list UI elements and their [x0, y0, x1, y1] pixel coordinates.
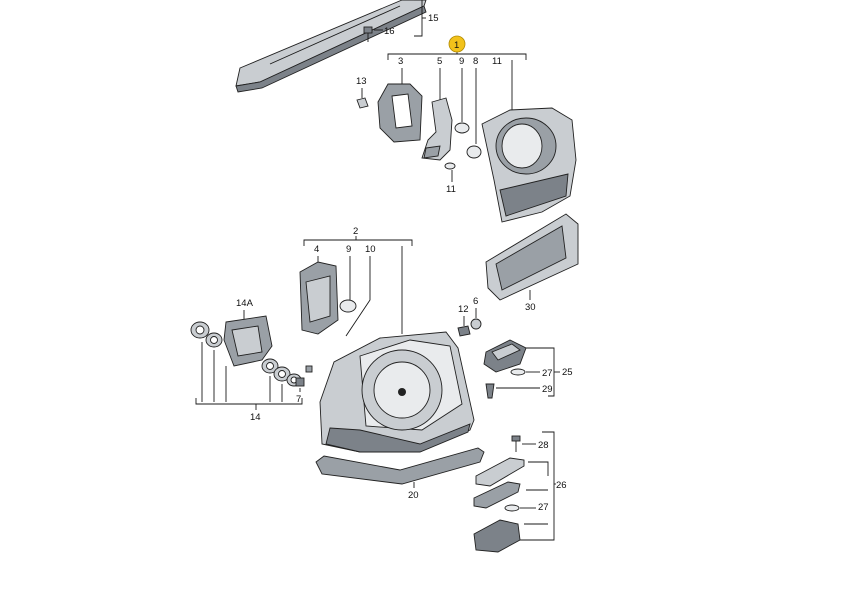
callout-16: 16: [384, 26, 395, 37]
callout-13: 13: [356, 76, 367, 87]
part-28-screw[interactable]: [511, 435, 521, 452]
callout-26: 26: [556, 480, 567, 491]
callout-14a: 14A: [236, 298, 254, 309]
part-13-clip[interactable]: [356, 97, 369, 109]
callout-20: 20: [408, 490, 419, 501]
callout-15-leader: [414, 0, 426, 37]
callout-8: 8: [473, 56, 478, 67]
part-8-bulb[interactable]: [466, 145, 482, 159]
callout-11-low: 11: [446, 184, 456, 195]
part-9-bulb[interactable]: [454, 122, 470, 134]
part-26-cover[interactable]: [473, 457, 525, 553]
part-5-bulb-holder[interactable]: [421, 97, 453, 161]
callout-5: 5: [437, 56, 442, 67]
part-11-bulb[interactable]: [444, 162, 456, 170]
callout-9-mid: 9: [346, 244, 351, 255]
headlight-housing[interactable]: [319, 331, 475, 453]
callout-10-leader: [345, 256, 371, 337]
callout-7: 7: [296, 394, 301, 405]
part-20-lower-trim[interactable]: [315, 447, 485, 485]
part-9-bulb-mid[interactable]: [339, 299, 357, 313]
callout-14: 14: [250, 412, 261, 423]
part-14-gaskets[interactable]: [190, 321, 302, 387]
callout-27-upper: 27: [542, 368, 553, 379]
part-25-lamp[interactable]: [483, 339, 527, 399]
callout-10: 10: [365, 244, 376, 255]
part-14a-bracket[interactable]: [223, 315, 273, 367]
callout-29: 29: [542, 384, 553, 395]
tail-light-housing[interactable]: [481, 107, 577, 223]
callout-14-bracket: [195, 342, 303, 410]
callout-28: 28: [538, 440, 549, 451]
callout-26-bracket: [542, 431, 555, 541]
part-12-screw[interactable]: [457, 325, 471, 337]
callout-15: 15: [428, 13, 439, 24]
part-4-holder[interactable]: [299, 261, 339, 335]
callout-4: 4: [314, 244, 319, 255]
callout-27-lower: 27: [538, 502, 549, 513]
part-30-plate[interactable]: [485, 213, 579, 301]
part-15-trim-strip[interactable]: [235, 0, 427, 93]
callout-30: 30: [525, 302, 536, 313]
callout-1-highlight[interactable]: [448, 35, 466, 53]
part-16-screw[interactable]: [363, 26, 373, 42]
callout-2-bracket: [303, 236, 413, 246]
callout-1: 1: [454, 40, 459, 51]
callout-6: 6: [473, 296, 478, 307]
callout-11-top: 11: [492, 56, 502, 67]
part-7-screw[interactable]: [295, 365, 313, 387]
part-6-grommet[interactable]: [470, 318, 482, 330]
callout-2: 2: [353, 226, 358, 237]
callout-3: 3: [398, 56, 403, 67]
callout-25: 25: [562, 367, 573, 378]
part-3-gasket[interactable]: [377, 83, 423, 143]
callout-12: 12: [458, 304, 469, 315]
callout-26-leaders: [520, 461, 550, 541]
callout-9-top: 9: [459, 56, 464, 67]
